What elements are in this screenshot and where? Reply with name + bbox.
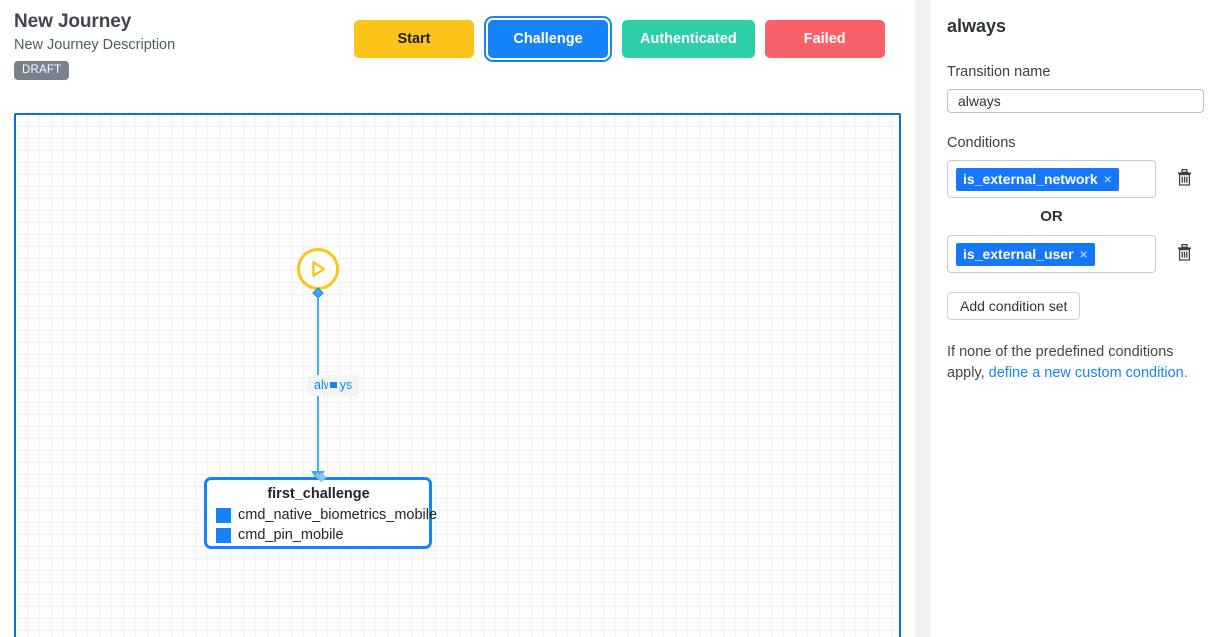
panel-resize-divider[interactable]: [915, 0, 930, 637]
condition-tag[interactable]: is_external_network ×: [956, 167, 1119, 191]
status-badge: DRAFT: [14, 61, 70, 80]
start-node[interactable]: [297, 248, 339, 290]
state-button-challenge[interactable]: Challenge: [488, 20, 608, 58]
condition-tag-label: is_external_network: [963, 170, 1098, 187]
editor-area: New Journey New Journey Description DRAF…: [14, 10, 901, 637]
close-icon[interactable]: ×: [1103, 170, 1112, 187]
transition-name-input[interactable]: [947, 89, 1204, 113]
state-button-authenticated[interactable]: Authenticated: [622, 20, 755, 58]
conditions-label: Conditions: [947, 135, 1016, 151]
close-icon[interactable]: ×: [1079, 245, 1088, 262]
color-swatch-icon: [216, 527, 231, 543]
state-button-group: Start Challenge Authenticated Failed: [354, 20, 885, 58]
flow-node-item-label: cmd_native_biometrics_mobile: [238, 507, 438, 523]
journey-header: New Journey New Journey Description DRAF…: [14, 10, 344, 80]
state-button-start[interactable]: Start: [354, 20, 474, 58]
journey-description: New Journey Description: [14, 37, 176, 53]
flow-node-first-challenge[interactable]: first_challenge cmd_native_biometrics_mo…: [204, 472, 437, 549]
delete-condition-set-button[interactable]: [1173, 168, 1195, 190]
transition-name-label: Transition name: [947, 64, 1051, 80]
flow-node-item[interactable]: cmd_pin_mobile: [216, 526, 421, 544]
play-icon: [308, 259, 328, 279]
custom-condition-hint-text: If none of the predefined conditions app…: [947, 344, 1174, 381]
condition-set-input[interactable]: is_external_user ×: [947, 235, 1156, 273]
custom-condition-hint: If none of the predefined conditions app…: [947, 342, 1197, 384]
define-custom-condition-link[interactable]: define a new custom condition.: [988, 365, 1188, 381]
condition-set-input[interactable]: is_external_network ×: [947, 160, 1156, 198]
add-condition-set-button[interactable]: Add condition set: [947, 292, 1081, 320]
condition-tag[interactable]: is_external_user ×: [956, 242, 1095, 266]
page-title: New Journey: [14, 11, 132, 32]
condition-set-row: is_external_network ×: [947, 160, 1195, 198]
flow-canvas[interactable]: always first_challenge cmd_native_biomet…: [14, 113, 901, 637]
state-button-failed[interactable]: Failed: [764, 20, 885, 58]
canvas-inner: always first_challenge cmd_native_biomet…: [16, 115, 899, 637]
condition-set-row: is_external_user ×: [947, 235, 1195, 273]
trash-icon: [1177, 244, 1192, 264]
delete-condition-set-button[interactable]: [1173, 243, 1195, 265]
flow-node-item-label: cmd_pin_mobile: [238, 527, 344, 543]
edge-label-button-icon[interactable]: [328, 380, 339, 390]
transition-details-panel: always Transition name Conditions is_ext…: [930, 0, 1215, 637]
panel-title: always: [947, 16, 1007, 36]
flow-node-item[interactable]: cmd_native_biometrics_mobile: [216, 506, 437, 524]
trash-icon: [1177, 169, 1192, 189]
flow-node-title: first_challenge: [267, 486, 370, 502]
color-swatch-icon: [216, 507, 231, 523]
condition-tag-label: is_external_user: [963, 245, 1074, 262]
condition-or-label: OR: [1040, 208, 1063, 225]
